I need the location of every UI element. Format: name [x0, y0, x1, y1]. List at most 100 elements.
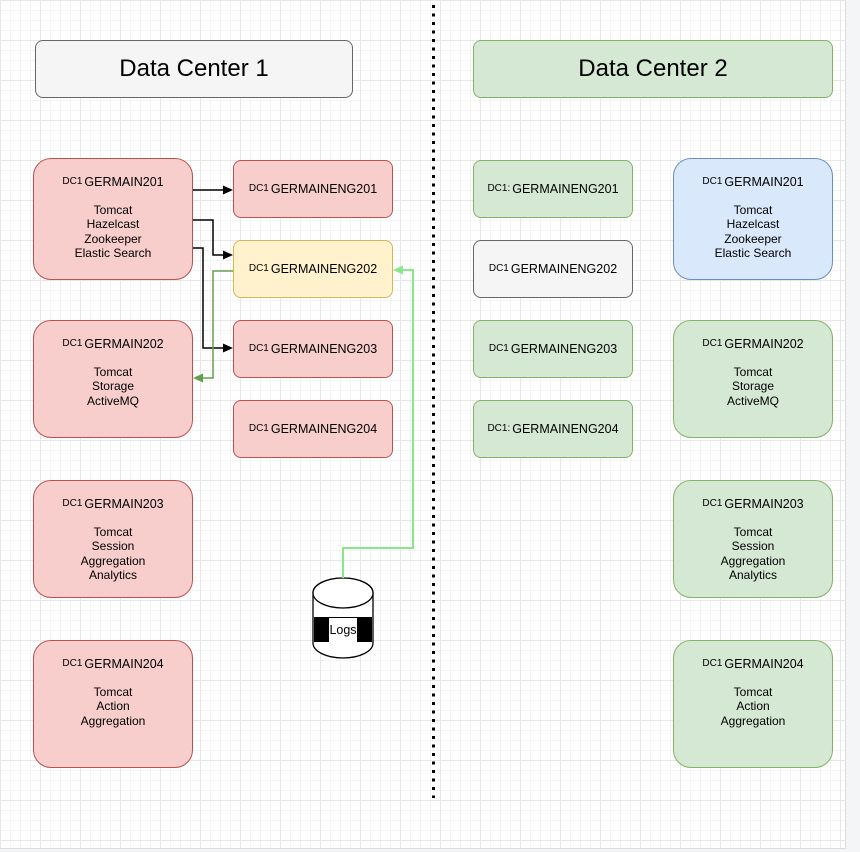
edge-germain201-to-eng202[interactable] [193, 219, 223, 256]
header-label: Data Center 2 [578, 55, 728, 82]
logs-label: Logs [314, 617, 372, 642]
service-item: Tomcat [93, 203, 133, 217]
service-item: Tomcat [733, 365, 773, 379]
service-item: Analytics [728, 568, 778, 583]
arrowhead-icon [223, 185, 233, 195]
service-item: Tomcat [93, 365, 133, 379]
service-item: Storage [731, 379, 774, 394]
node-dc2-germaineng204[interactable]: DC1:GERMAINENG204 [473, 400, 633, 458]
service-item: Elastic Search [714, 246, 792, 261]
service-item: Storage [91, 379, 134, 394]
service-item: Tomcat [733, 685, 773, 699]
arrowhead-icon [393, 265, 403, 275]
node-prefix: DC1 [702, 498, 723, 509]
node-name: GERMAINENG201 [270, 182, 378, 196]
edge-germain201-to-eng203[interactable] [193, 247, 223, 349]
header-data-center-1[interactable]: Data Center 1 [35, 40, 353, 98]
service-item: Action [736, 699, 770, 714]
node-prefix: DC1 [248, 423, 269, 434]
node-prefix: DC1 [62, 338, 83, 349]
node-title: DC1:GERMAINENG204 [487, 419, 618, 439]
arrowhead-icon [223, 250, 233, 260]
service-item: Zookeeper [724, 231, 782, 246]
service-item: Hazelcast [726, 217, 780, 232]
node-name: GERMAINENG203 [270, 342, 378, 356]
node-prefix: DC1 [488, 263, 509, 274]
node-prefix: DC1 [248, 263, 269, 274]
service-item: Action [96, 699, 130, 714]
arrowhead-icon [193, 373, 203, 383]
service-item: ActiveMQ [86, 393, 139, 408]
node-dc2-germaineng201[interactable]: DC1:GERMAINENG201 [473, 160, 633, 218]
service-item: Tomcat [93, 685, 133, 699]
edge-eng202-to-germain202[interactable] [203, 270, 233, 379]
node-name: GERMAIN204 [724, 657, 804, 671]
node-name: GERMAINENG204 [512, 422, 619, 436]
node-title: DC1:GERMAINENG201 [487, 179, 618, 199]
node-name: GERMAIN203 [724, 497, 804, 511]
service-item: ActiveMQ [726, 393, 779, 408]
node-name: GERMAIN203 [84, 497, 164, 511]
node-prefix: DC1 [62, 498, 83, 509]
node-prefix: DC1 [702, 338, 723, 349]
node-name: GERMAIN201 [84, 175, 164, 189]
service-item: Tomcat [93, 525, 133, 539]
service-item: Aggregation [720, 553, 786, 568]
service-item: Aggregation [80, 553, 146, 568]
node-name: GERMAIN202 [84, 337, 164, 351]
service-item: Hazelcast [86, 217, 140, 232]
service-item: Analytics [88, 568, 138, 583]
service-item: Session [91, 539, 135, 554]
arrowhead-icon [223, 343, 233, 353]
node-prefix: DC1 [62, 176, 83, 187]
node-name: GERMAINENG202 [270, 262, 378, 276]
header-data-center-2[interactable]: Data Center 2 [473, 40, 833, 98]
node-prefix: DC1 [248, 183, 269, 194]
service-item: Session [731, 539, 775, 554]
node-prefix: DC1 [62, 658, 83, 669]
node-name: GERMAINENG203 [510, 342, 618, 356]
node-prefix: DC1 [702, 658, 723, 669]
node-name: GERMAINENG204 [270, 422, 378, 436]
node-prefix: DC1 [702, 176, 723, 187]
service-item: Aggregation [80, 713, 146, 728]
node-name: GERMAIN204 [84, 657, 164, 671]
service-item: Aggregation [720, 713, 786, 728]
service-item: Tomcat [733, 203, 773, 217]
node-prefix: DC1 [248, 343, 269, 354]
node-name: GERMAIN202 [724, 337, 804, 351]
separator-dashed-line[interactable] [432, 5, 435, 798]
logs-database-cylinder[interactable]: Logs [312, 577, 374, 659]
logs-right-bar-icon [357, 617, 372, 642]
